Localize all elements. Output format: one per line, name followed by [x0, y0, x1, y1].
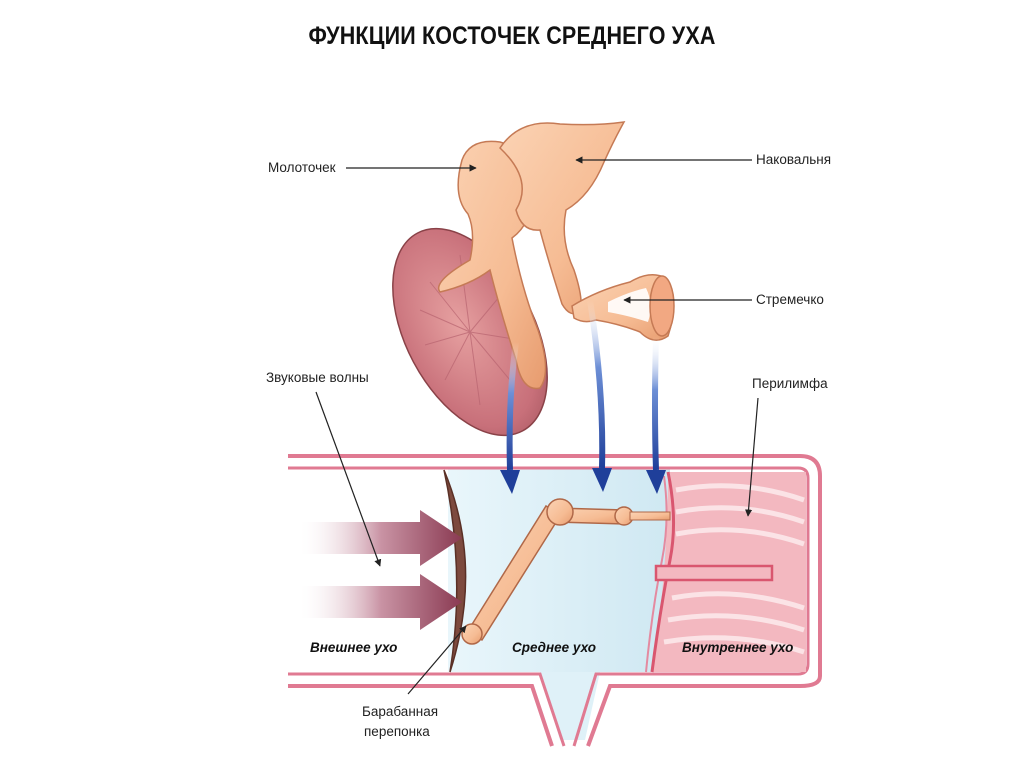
leader-lines — [315, 156, 759, 695]
sound-wave-arrows — [300, 510, 462, 630]
section-middle-ear: Среднее ухо — [512, 640, 596, 655]
section-inner-ear: Внутреннее ухо — [682, 640, 793, 655]
label-sound-waves: Звуковые волны — [266, 370, 369, 385]
label-incus: Наковальня — [756, 152, 831, 167]
label-eardrum-line1: Барабанная — [362, 704, 438, 719]
diagram-title: ФУНКЦИИ КОСТОЧЕК СРЕДНЕГО УХА — [308, 22, 716, 50]
transmission-arrows — [500, 299, 666, 494]
label-perilymph: Перилимфа — [752, 376, 828, 391]
incus-bone — [499, 121, 626, 315]
label-malleus: Молоточек — [268, 160, 336, 175]
label-stapes: Стремечко — [756, 292, 824, 307]
inner-ear-chamber — [645, 471, 806, 673]
ossicle-lever-model — [461, 498, 671, 645]
label-eardrum-line2: перепонка — [364, 724, 430, 739]
section-outer-ear: Внешнее ухо — [310, 640, 397, 655]
anatomical-ossicles — [392, 121, 675, 437]
